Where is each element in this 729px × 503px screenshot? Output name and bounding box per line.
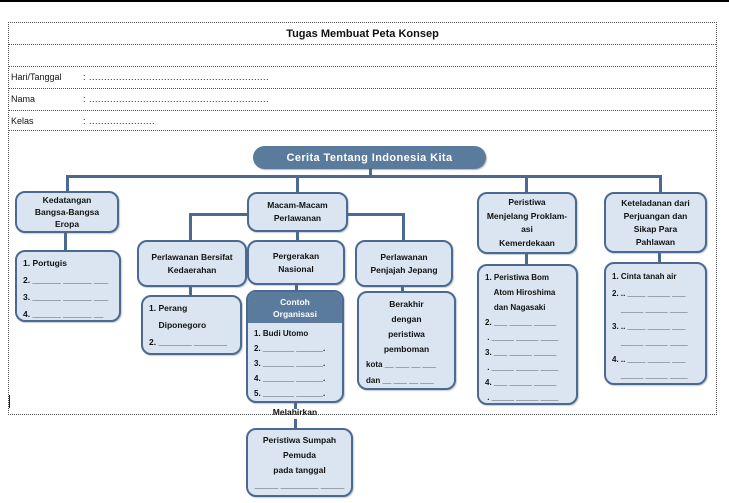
connector-trunk [369, 168, 372, 176]
connector-bersifat-list [189, 285, 192, 296]
melahirkan-label: Melahirkan [272, 407, 318, 417]
connector-jepang-berakhir [401, 285, 404, 293]
connector-macam-pergerakan [296, 230, 299, 241]
connector-main-horizontal [66, 175, 662, 178]
connector-contoh-melahirkan [294, 401, 297, 409]
list-menjelang-proklamasi: 1. Peristiwa Bom Atom Hiroshima dan Naga… [477, 264, 578, 405]
connector-branch-right-h [345, 213, 405, 216]
field-row-name: Nama : .................................… [9, 89, 716, 111]
field-row-class: Kelas : ...................... [9, 111, 716, 131]
connector-pergerakan-contoh [295, 283, 298, 291]
field-value-date[interactable]: : ......................................… [83, 72, 270, 82]
connector-keteladanan-list [658, 251, 661, 263]
field-label-class: Kelas [11, 116, 34, 126]
field-label-date: Hari/Tanggal [11, 72, 62, 82]
spacer-row [9, 45, 716, 67]
connector-drop-proklamasi [525, 175, 528, 193]
field-label-name: Nama [11, 94, 36, 104]
connector-melahirkan-sumpah [294, 419, 297, 429]
field-value-class[interactable]: : ...................... [83, 116, 156, 126]
page-top-border [0, 0, 729, 2]
connector-proklamasi-list [525, 252, 528, 265]
page-title: Tugas Membuat Peta Konsep [9, 23, 716, 45]
connector-branch-right-v [402, 213, 405, 241]
connector-kedatangan-list [64, 232, 67, 251]
field-value-name[interactable]: : ......................................… [83, 94, 270, 104]
root-node: Cerita Tentang Indonesia Kita [253, 146, 486, 169]
field-row-date: Hari/Tanggal : .........................… [9, 67, 716, 89]
connector-branch-left-v [189, 213, 192, 241]
form-table: Tugas Membuat Peta Konsep Hari/Tanggal :… [8, 22, 717, 415]
connector-drop-keteladanan [659, 175, 662, 193]
text-cursor [9, 395, 10, 408]
berakhir-fill-lines: kota __ ___ __ ___dan __ ___ __ ___ [366, 360, 436, 385]
connector-drop-macam [296, 175, 299, 193]
connector-branch-left-h [189, 213, 249, 216]
connector-drop-kedatangan [66, 175, 69, 192]
